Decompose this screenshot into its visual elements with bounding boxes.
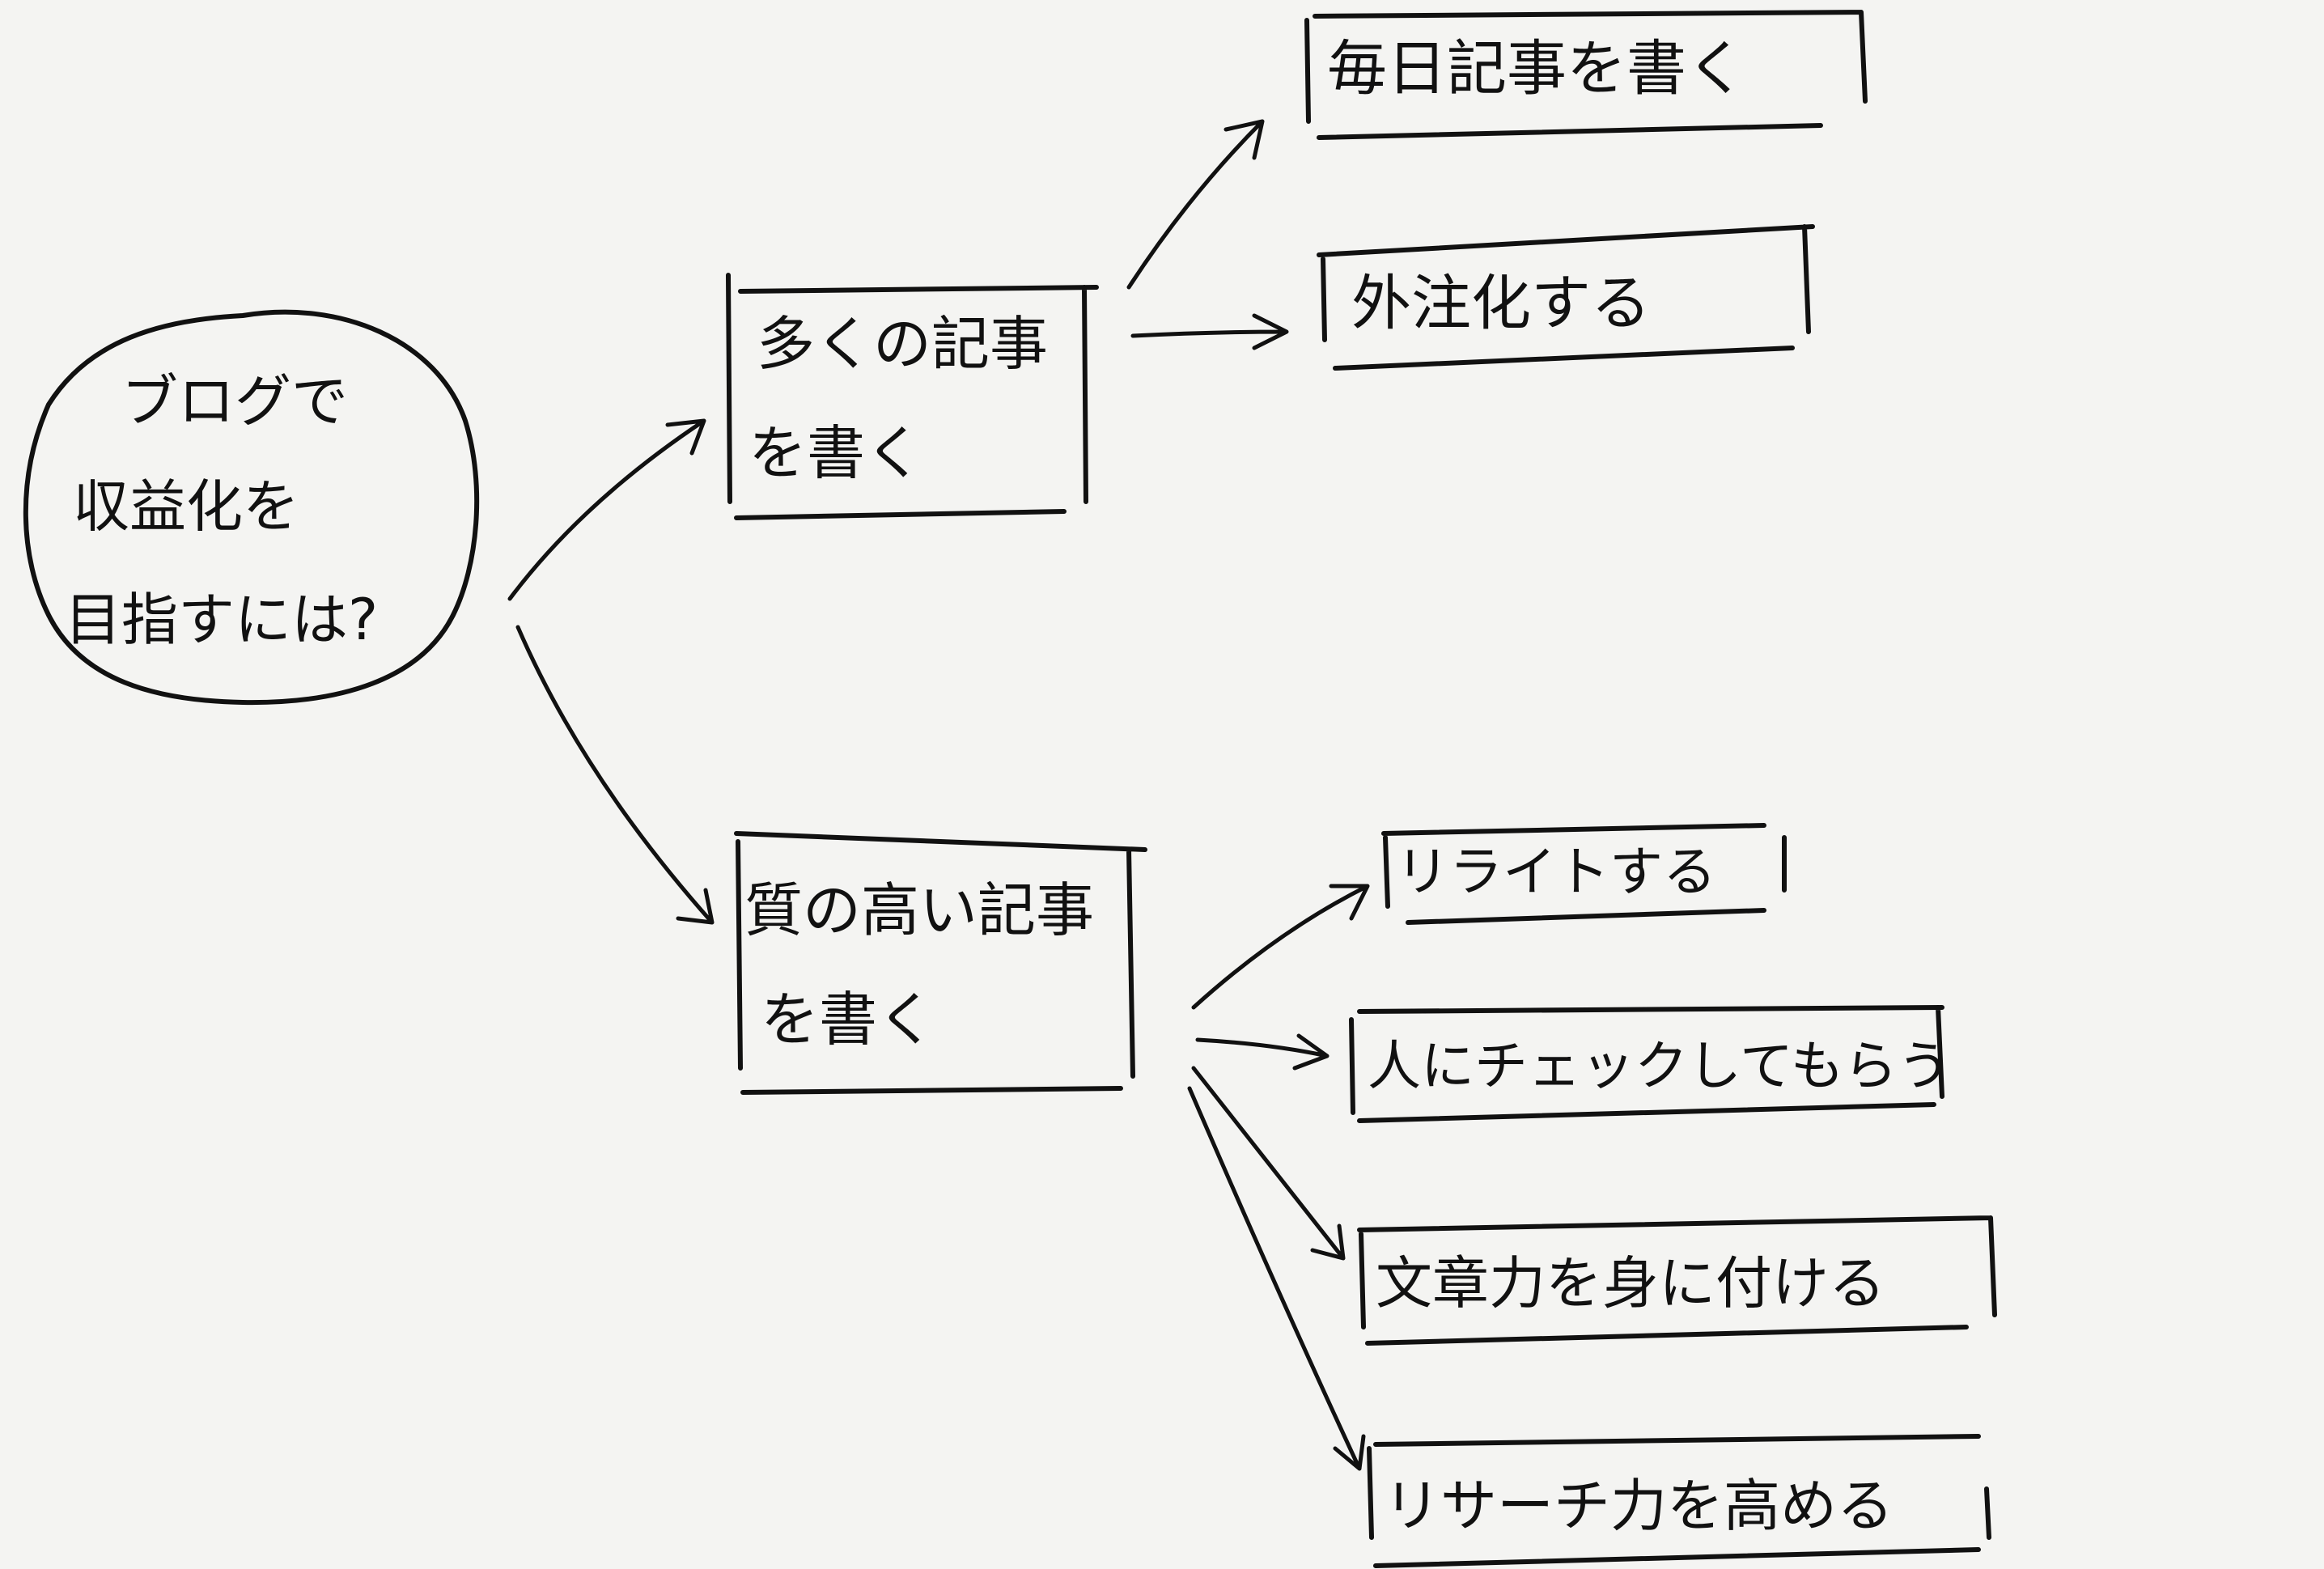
root-node: ブログで 収益化を 目指すには? [23,309,480,706]
leaf-label-2: 外注化する [1351,269,1651,338]
leaf-node-research-skills: リサーチ力を高める [1367,1434,1991,1568]
leaf-node-daily-writing: 毎日記事を書く [1304,10,1868,140]
leaf-label-3: リライトする [1396,841,1716,903]
arrow-branch-2-to-leaf-4 [1195,1033,1330,1071]
branch-node-quality-articles: 質の高い記事 を書く [734,831,1147,1095]
leaf-label-1: 毎日記事を書く [1327,34,1746,104]
arrow-branch-1-to-leaf-2 [1130,313,1289,350]
root-line-1: ブログで [121,368,348,435]
branch-1-line-2: を書く [749,419,923,487]
arrow-branch-2-to-leaf-3 [1191,884,1370,1010]
arrow-branch-1-to-leaf-1 [1126,119,1265,290]
root-line-3: 目指すには? [65,587,378,653]
leaf-label-6: リサーチ力を高める [1384,1473,1894,1539]
branch-2-line-2: を書く [761,986,935,1054]
leaf-node-outsourcing: 外注化する [1317,224,1815,371]
arrow-root-to-branch-2 [515,625,715,925]
arrow-branch-2-to-leaf-5 [1191,1066,1346,1261]
leaf-node-writing-skills: 文章力を身に付ける [1357,1215,1997,1346]
branch-1-line-1: 多くの記事 [757,310,1048,378]
branch-node-many-articles: 多くの記事 を書く [726,273,1099,520]
leaf-node-peer-check: 人にチェックしてもらう [1349,1005,1951,1123]
root-line-2: 収益化を [73,473,299,540]
root-circle [23,309,480,706]
branch-2-line-1: 質の高い記事 [744,876,1094,944]
arrow-branch-2-to-leaf-6 [1187,1086,1366,1471]
arrow-root-to-branch-1 [507,418,706,601]
leaf-node-rewrite: リライトする [1381,823,1787,925]
leaf-label-5: 文章力を身に付ける [1376,1250,1885,1317]
connectors [507,119,1370,1471]
leaf-label-4: 人にチェックしてもらう [1368,1035,1951,1097]
